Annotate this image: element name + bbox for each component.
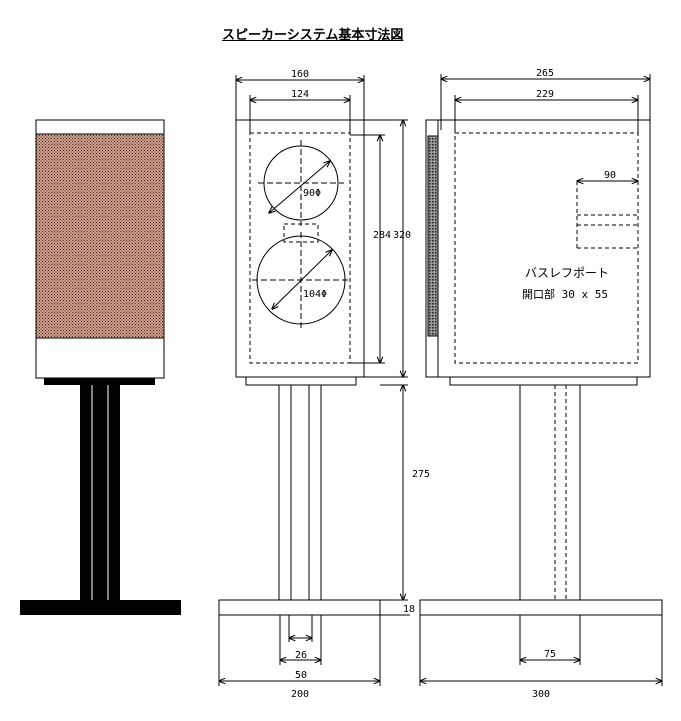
port-opening: 開口部 30 x 55	[522, 287, 608, 301]
dimension-labels: 160 124 265 229 90 284 320 275 18 26 50 …	[291, 68, 616, 700]
dim-side-inner: 229	[536, 89, 554, 100]
side-view	[419, 119, 663, 665]
dim-base-front: 200	[291, 689, 309, 700]
dim-pole-inner: 26	[295, 650, 307, 661]
dim-stand-height: 275	[412, 469, 430, 480]
front-view	[218, 119, 381, 665]
dimension-lines	[219, 74, 662, 686]
dim-port-width: 90	[604, 170, 616, 181]
port-name: バスレフポート	[525, 266, 609, 280]
dim-base-side: 300	[532, 689, 550, 700]
dim-pole-outer: 50	[295, 670, 307, 681]
woofer-diameter: 104Φ	[303, 289, 327, 300]
dim-base-thickness: 18	[403, 604, 415, 615]
dim-pole-side: 75	[544, 649, 556, 660]
dim-inner-height: 284	[373, 230, 391, 241]
dim-front-inner: 124	[291, 89, 309, 100]
dim-outer-height: 320	[393, 230, 411, 241]
tweeter-diameter: 90Φ	[303, 188, 321, 199]
dim-front-width: 160	[291, 69, 309, 80]
drawing-title: スピーカーシステム基本寸法図	[222, 28, 404, 43]
dim-side-width: 265	[536, 68, 554, 79]
speaker-illustration	[20, 119, 181, 615]
